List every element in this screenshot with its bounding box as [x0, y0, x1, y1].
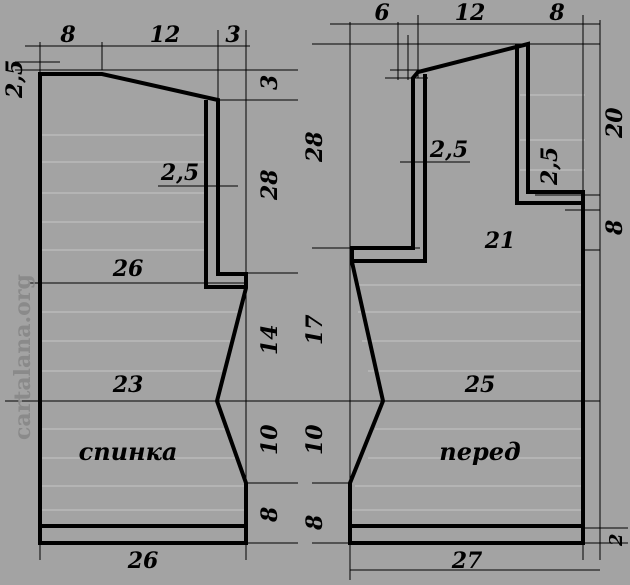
- back-dim-width-23: 23: [112, 372, 144, 398]
- back-outline: [38, 72, 248, 545]
- watermark-text: cartalana.org: [10, 274, 36, 440]
- front-dimension-lines: [312, 15, 628, 580]
- front-piece-label: перед: [439, 437, 520, 466]
- front-dim-width-21: 21: [484, 228, 516, 254]
- front-dim-height-17: 17: [302, 314, 328, 345]
- back-dim-shoulder-left: 8: [59, 22, 75, 48]
- back-piece: [38, 72, 248, 545]
- front-dim-height-8: 8: [302, 515, 328, 531]
- back-dim-width-26-top: 26: [112, 256, 144, 282]
- back-dim-height-8: 8: [257, 507, 283, 523]
- back-dim-height-28: 28: [257, 169, 283, 201]
- front-dim-right-step: 2,5: [537, 147, 563, 186]
- front-dim-height-28: 28: [302, 131, 328, 163]
- back-piece-label: спинка: [79, 437, 178, 466]
- back-dim-neck-edge: 3: [225, 22, 240, 48]
- back-dim-right-drop: 3: [257, 75, 283, 90]
- front-dim-height-10: 10: [302, 424, 328, 455]
- front-labels: 6 12 8 28 2,5 20 2,5 8 21 17 25 10 8 27 …: [302, 0, 628, 574]
- front-dim-top-12: 12: [455, 0, 486, 26]
- front-outline: [348, 41, 585, 545]
- front-dim-top-8: 8: [548, 0, 564, 26]
- front-dim-neck-step: 2,5: [429, 137, 468, 163]
- front-dim-width-27: 27: [451, 548, 483, 574]
- front-dim-right-20: 20: [602, 107, 628, 139]
- front-dim-top-6: 6: [374, 0, 389, 26]
- back-dim-neck-step: 2,5: [160, 160, 199, 186]
- front-dim-right-8: 8: [602, 220, 628, 236]
- front-dim-width-25: 25: [464, 372, 496, 398]
- back-dim-height-14: 14: [257, 324, 283, 355]
- back-dim-width-26-bottom: 26: [127, 548, 159, 574]
- back-dimension-lines: [5, 30, 360, 560]
- front-neck-inner: [352, 74, 427, 263]
- front-piece: [348, 41, 585, 545]
- back-neck-inner: [204, 100, 246, 289]
- front-grid: [350, 94, 585, 511]
- front-dim-band-2: 2: [606, 533, 627, 547]
- back-dim-left-drop: 2,5: [2, 60, 28, 99]
- back-dim-shoulder-slope: 12: [150, 22, 181, 48]
- front-shoulder-inner: [515, 44, 583, 205]
- back-labels: 8 12 3 2,5 3 2,5 28 26 14 23 10 8 26 спи…: [2, 22, 283, 574]
- back-dim-height-10: 10: [257, 424, 283, 455]
